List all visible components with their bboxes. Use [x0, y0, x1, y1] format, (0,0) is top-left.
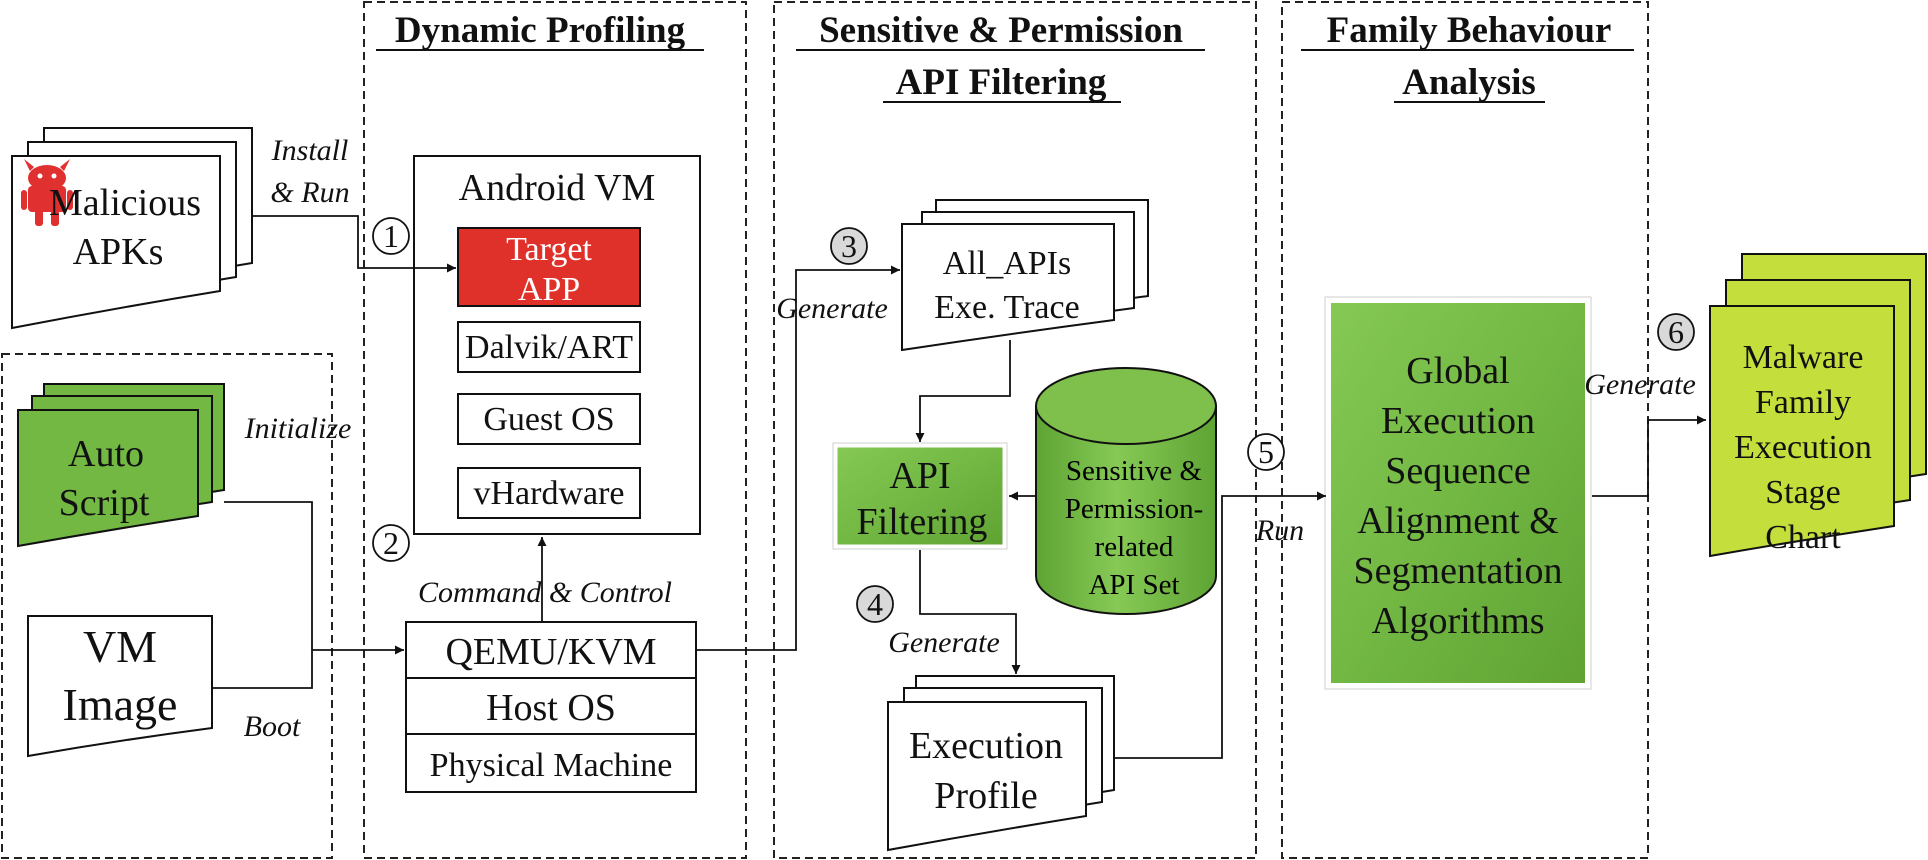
step-4-label: 4 [867, 586, 883, 622]
step-1: 1 [372, 217, 410, 255]
label-generate-6: Generate [1584, 368, 1696, 401]
step-3: 3 [830, 227, 868, 265]
algorithms-label-2: Execution [1381, 400, 1535, 442]
vm-image-label-2: Image [63, 679, 178, 730]
android-robot-icon [21, 159, 73, 226]
header-api-filtering-line2: API Filtering [896, 62, 1107, 103]
edge-boot [212, 650, 313, 689]
label-run: Run [1255, 514, 1304, 547]
qemu-kvm-label: QEMU/KVM [445, 631, 656, 673]
api-set-label-2: Permission- [1065, 493, 1204, 525]
header-family-analysis-line1: Family Behaviour [1327, 10, 1612, 51]
label-and-run: & Run [270, 176, 349, 209]
step-1-label: 1 [383, 218, 399, 254]
all-apis-trace-document [901, 199, 1149, 352]
malicious-apks-label-2: APKs [73, 231, 164, 273]
stage-chart-document [1709, 253, 1927, 558]
host-os-label: Host OS [486, 687, 616, 729]
algorithms-label-4: Alignment & [1357, 500, 1559, 542]
api-filtering-label-1: API [889, 455, 950, 497]
header-dynamic-profiling: Dynamic Profiling [395, 10, 686, 51]
label-generate-3: Generate [776, 292, 888, 325]
dalvik-art-label: Dalvik/ART [465, 329, 633, 366]
execution-profile-label-2: Profile [934, 775, 1037, 817]
auto-script-document [17, 383, 225, 548]
all-apis-label-1: All_APIs [943, 245, 1071, 282]
auto-script-label-1: Auto [68, 433, 144, 475]
stage-chart-label-4: Stage [1765, 474, 1841, 511]
api-filtering-section-box [773, 1, 1257, 859]
edge-generate-trace [696, 265, 900, 651]
stage-chart-label-5: Chart [1765, 519, 1841, 556]
edge-initialize [224, 501, 404, 655]
target-app-label-1: Target [506, 231, 592, 268]
malicious-apks-document [11, 127, 253, 330]
step-5-label: 5 [1258, 434, 1274, 470]
algorithms-label-1: Global [1406, 350, 1509, 392]
dalvik-art-box [457, 321, 641, 373]
vhardware-label: vHardware [473, 475, 624, 512]
vm-image-document [27, 615, 213, 758]
step-2: 2 [372, 524, 410, 562]
api-set-label-1: Sensitive & [1066, 455, 1203, 487]
algorithms-label-5: Segmentation [1354, 550, 1563, 592]
step-2-label: 2 [383, 525, 399, 561]
algorithms-label-3: Sequence [1385, 450, 1531, 492]
edge-install-run [252, 215, 456, 273]
edge-trace-to-filter [915, 340, 1011, 442]
android-vm-title: Android VM [459, 167, 656, 209]
edge-run [1114, 491, 1326, 759]
all-apis-label-2: Exe. Trace [934, 289, 1079, 326]
api-set-label-4: API Set [1088, 569, 1179, 601]
label-generate-4: Generate [888, 626, 1000, 659]
guest-os-label: Guest OS [483, 401, 614, 438]
malicious-apks-label-1: Malicious [49, 182, 201, 224]
header-family-analysis-line2: Analysis [1402, 62, 1536, 103]
execution-profile-document [887, 675, 1115, 852]
dynamic-profiling-section-box [363, 1, 747, 859]
host-stack-box [405, 621, 697, 793]
algorithms-box [1325, 297, 1591, 689]
target-app-label-2: APP [518, 271, 580, 308]
edge-generate-chart [1592, 415, 1706, 497]
step-5: 5 [1247, 433, 1285, 471]
stage-chart-label-3: Execution [1734, 429, 1872, 466]
label-command-control: Command & Control [418, 576, 672, 609]
stage-chart-label-1: Malware [1743, 339, 1864, 376]
step-3-label: 3 [841, 228, 857, 264]
algorithms-label-6: Algorithms [1371, 600, 1544, 642]
vhardware-box [457, 467, 641, 519]
api-filtering-box [832, 442, 1008, 550]
label-install: Install [271, 134, 349, 167]
label-initialize: Initialize [244, 412, 352, 445]
api-set-database [1035, 367, 1217, 615]
edge-generate-profile [919, 550, 1021, 674]
target-app-box [457, 227, 641, 307]
vm-image-label-1: VM [83, 621, 157, 672]
step-6: 6 [1657, 313, 1695, 351]
step-6-label: 6 [1668, 314, 1684, 350]
header-api-filtering-line1: Sensitive & Permission [819, 10, 1183, 51]
execution-profile-label-1: Execution [909, 725, 1063, 767]
stage-chart-label-2: Family [1755, 384, 1851, 421]
step-4: 4 [856, 585, 894, 623]
api-set-label-3: related [1095, 531, 1174, 563]
guest-os-box [457, 393, 641, 445]
auto-script-label-2: Script [59, 482, 150, 524]
api-filtering-label-2: Filtering [857, 501, 988, 543]
physical-machine-label: Physical Machine [430, 747, 673, 784]
label-boot: Boot [244, 710, 301, 743]
